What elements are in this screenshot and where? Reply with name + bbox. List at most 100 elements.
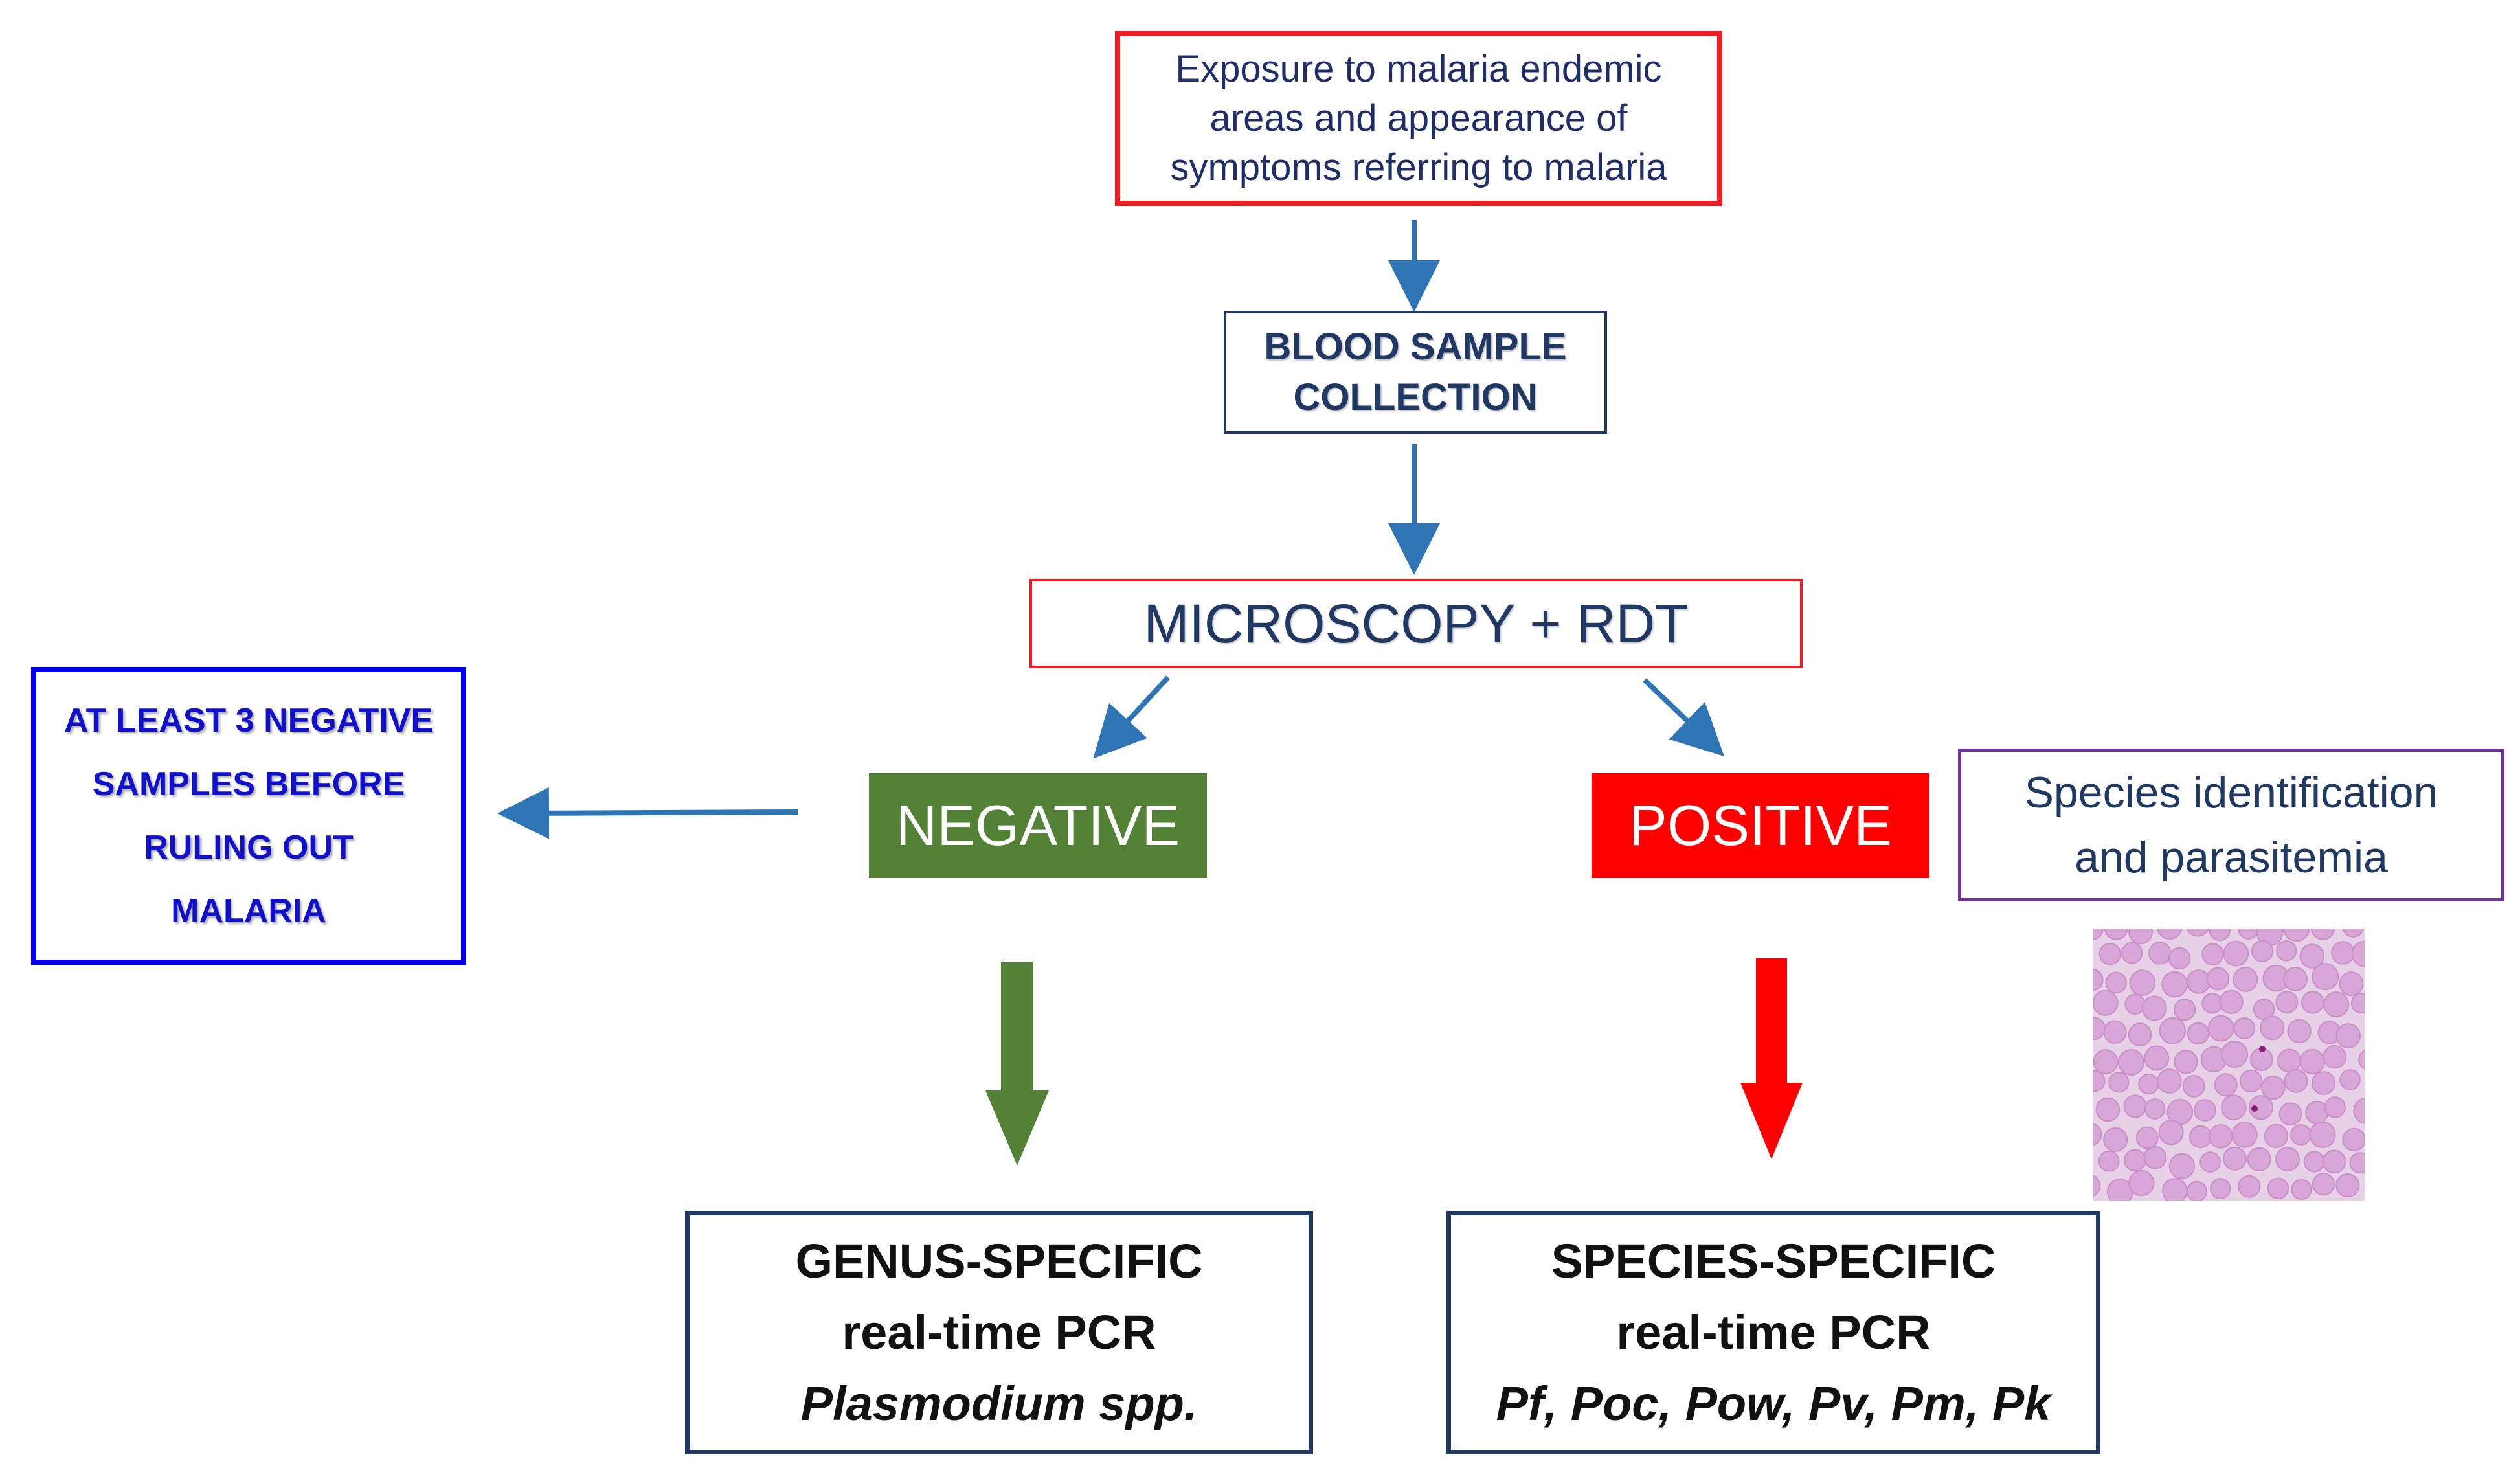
red-blood-cell [2201, 993, 2223, 1014]
red-blood-cell [2323, 991, 2350, 1018]
red-blood-cell [2093, 929, 2104, 940]
blood-smear-graphic [2093, 929, 2365, 1201]
red-blood-cell [2093, 1070, 2106, 1092]
red-blood-cell [2208, 1124, 2233, 1149]
microscopy-label: MICROSCOPY + RDT [1143, 593, 1689, 654]
red-blood-cell [2339, 1069, 2361, 1090]
red-blood-cell [2186, 969, 2211, 994]
arrow-microscopy-to-negative [1093, 675, 1170, 759]
red-blood-cell [2098, 943, 2121, 965]
red-blood-cell [2335, 1023, 2361, 1048]
red-blood-cell [2187, 1022, 2210, 1045]
red-blood-cell [2322, 1149, 2346, 1174]
red-blood-cell [2323, 1044, 2347, 1069]
red-blood-cell [2301, 991, 2324, 1014]
red-blood-cell [2284, 1068, 2308, 1093]
red-blood-cell [2124, 1149, 2146, 1171]
red-blood-cell [2339, 971, 2364, 997]
red-blood-cell [2353, 1097, 2365, 1124]
red-blood-cell [2093, 1175, 2101, 1197]
red-blood-cell [2283, 967, 2308, 991]
red-blood-cell [2098, 1150, 2120, 1172]
exposure-line: symptoms referring to malaria [1170, 146, 1667, 188]
red-blood-cell [2188, 1125, 2212, 1149]
red-blood-cell [2124, 993, 2146, 1015]
red-blood-cell [2276, 940, 2297, 962]
red-blood-cell [2207, 1015, 2234, 1042]
red-blood-cell [2350, 993, 2365, 1014]
red-blood-cell [2123, 1094, 2147, 1118]
red-blood-cell [2324, 1096, 2346, 1118]
red-blood-cell [2312, 1071, 2335, 1096]
blood-smear-image [2093, 929, 2365, 1201]
blood-sample-line: COLLECTION [1293, 376, 1538, 418]
species-identification-box: Species identification and parasitemia [1958, 749, 2504, 901]
red-blood-cell [2342, 1127, 2365, 1152]
red-blood-cell [2144, 1098, 2166, 1120]
parasite-dot [2251, 1105, 2258, 1112]
red-blood-cell [2264, 1123, 2288, 1148]
red-blood-cell [2310, 929, 2335, 940]
red-blood-cell [2247, 1147, 2271, 1171]
species-pcr-targets: Pf, Poc, Pow, Pv, Pm, Pk [1496, 1377, 2051, 1430]
red-blood-cell [2275, 1147, 2300, 1171]
red-blood-cell [2238, 1175, 2261, 1198]
red-blood-cell [2186, 1180, 2208, 1201]
red-blood-cell [2290, 1124, 2312, 1146]
red-blood-cell [2351, 940, 2365, 967]
red-blood-cell [2128, 1169, 2155, 1197]
red-blood-cell [2182, 1074, 2205, 1098]
red-blood-cell [2209, 929, 2231, 942]
red-blood-cell [2104, 929, 2128, 940]
red-blood-cell [2210, 1178, 2231, 1199]
ruling-out-line: SAMPLES BEFORE [92, 765, 405, 803]
genus-pcr-method: real-time PCR [842, 1305, 1156, 1359]
red-blood-cell [2103, 1020, 2127, 1044]
exposure-box: Exposure to malaria endemic areas and ap… [1115, 31, 1722, 206]
ruling-out-line: RULING OUT [144, 829, 354, 866]
red-blood-cell [2312, 1173, 2335, 1196]
parasite-dot [2259, 1046, 2266, 1052]
positive-label: POSITIVE [1629, 793, 1892, 857]
red-blood-cell [2162, 1178, 2188, 1201]
red-blood-cell [2135, 1126, 2159, 1149]
red-blood-cell [2194, 1099, 2216, 1122]
blood-sample-box: BLOOD SAMPLE COLLECTION [1224, 311, 1607, 434]
ruling-out-line: MALARIA [171, 892, 326, 930]
red-blood-cell [2158, 1120, 2184, 1146]
red-blood-cell [2093, 968, 2104, 991]
red-blood-cell [2261, 1075, 2286, 1100]
red-blood-cell [2231, 1122, 2258, 1148]
positive-result-box: POSITIVE [1592, 773, 1929, 878]
red-blood-cell [2143, 1146, 2167, 1169]
red-blood-cell [2199, 1151, 2221, 1173]
red-blood-cell [2221, 1041, 2249, 1068]
red-blood-cell [2148, 942, 2172, 965]
red-blood-cell [2233, 1017, 2256, 1039]
red-blood-cell [2103, 1127, 2128, 1152]
species-pcr-box: SPECIES-SPECIFIC real-time PCR Pf, Poc, … [1446, 1211, 2100, 1454]
exposure-line: Exposure to malaria endemic [1175, 48, 1662, 90]
genus-pcr-target: Plasmodium spp. [800, 1377, 1198, 1430]
red-blood-cell [2121, 942, 2143, 964]
red-blood-cell [2129, 969, 2156, 996]
red-blood-cell [2233, 967, 2258, 992]
species-pcr-title: SPECIES-SPECIFIC [1551, 1234, 1996, 1288]
microscopy-rdt-box: MICROSCOPY + RDT [1029, 579, 1803, 668]
red-blood-cell [2267, 1177, 2289, 1199]
arrow-positive-to-species [1740, 958, 1803, 1159]
exposure-line: areas and appearance of [1209, 97, 1628, 139]
species-identification-line: Species identification [2024, 768, 2438, 817]
red-blood-cell [2161, 971, 2188, 998]
red-blood-cell [2287, 1019, 2312, 1044]
ruling-out-line: AT LEAST 3 NEGATIVE [63, 702, 434, 740]
red-blood-cell [2239, 1069, 2263, 1093]
red-blood-cell [2108, 1072, 2130, 1093]
red-blood-cell [2349, 1152, 2365, 1174]
species-pcr-method: real-time PCR [1616, 1305, 1931, 1359]
red-blood-cell [2291, 1179, 2312, 1200]
ruling-out-box: AT LEAST 3 NEGATIVE SAMPLES BEFORE RULIN… [31, 667, 466, 965]
red-blood-cell [2201, 943, 2224, 965]
